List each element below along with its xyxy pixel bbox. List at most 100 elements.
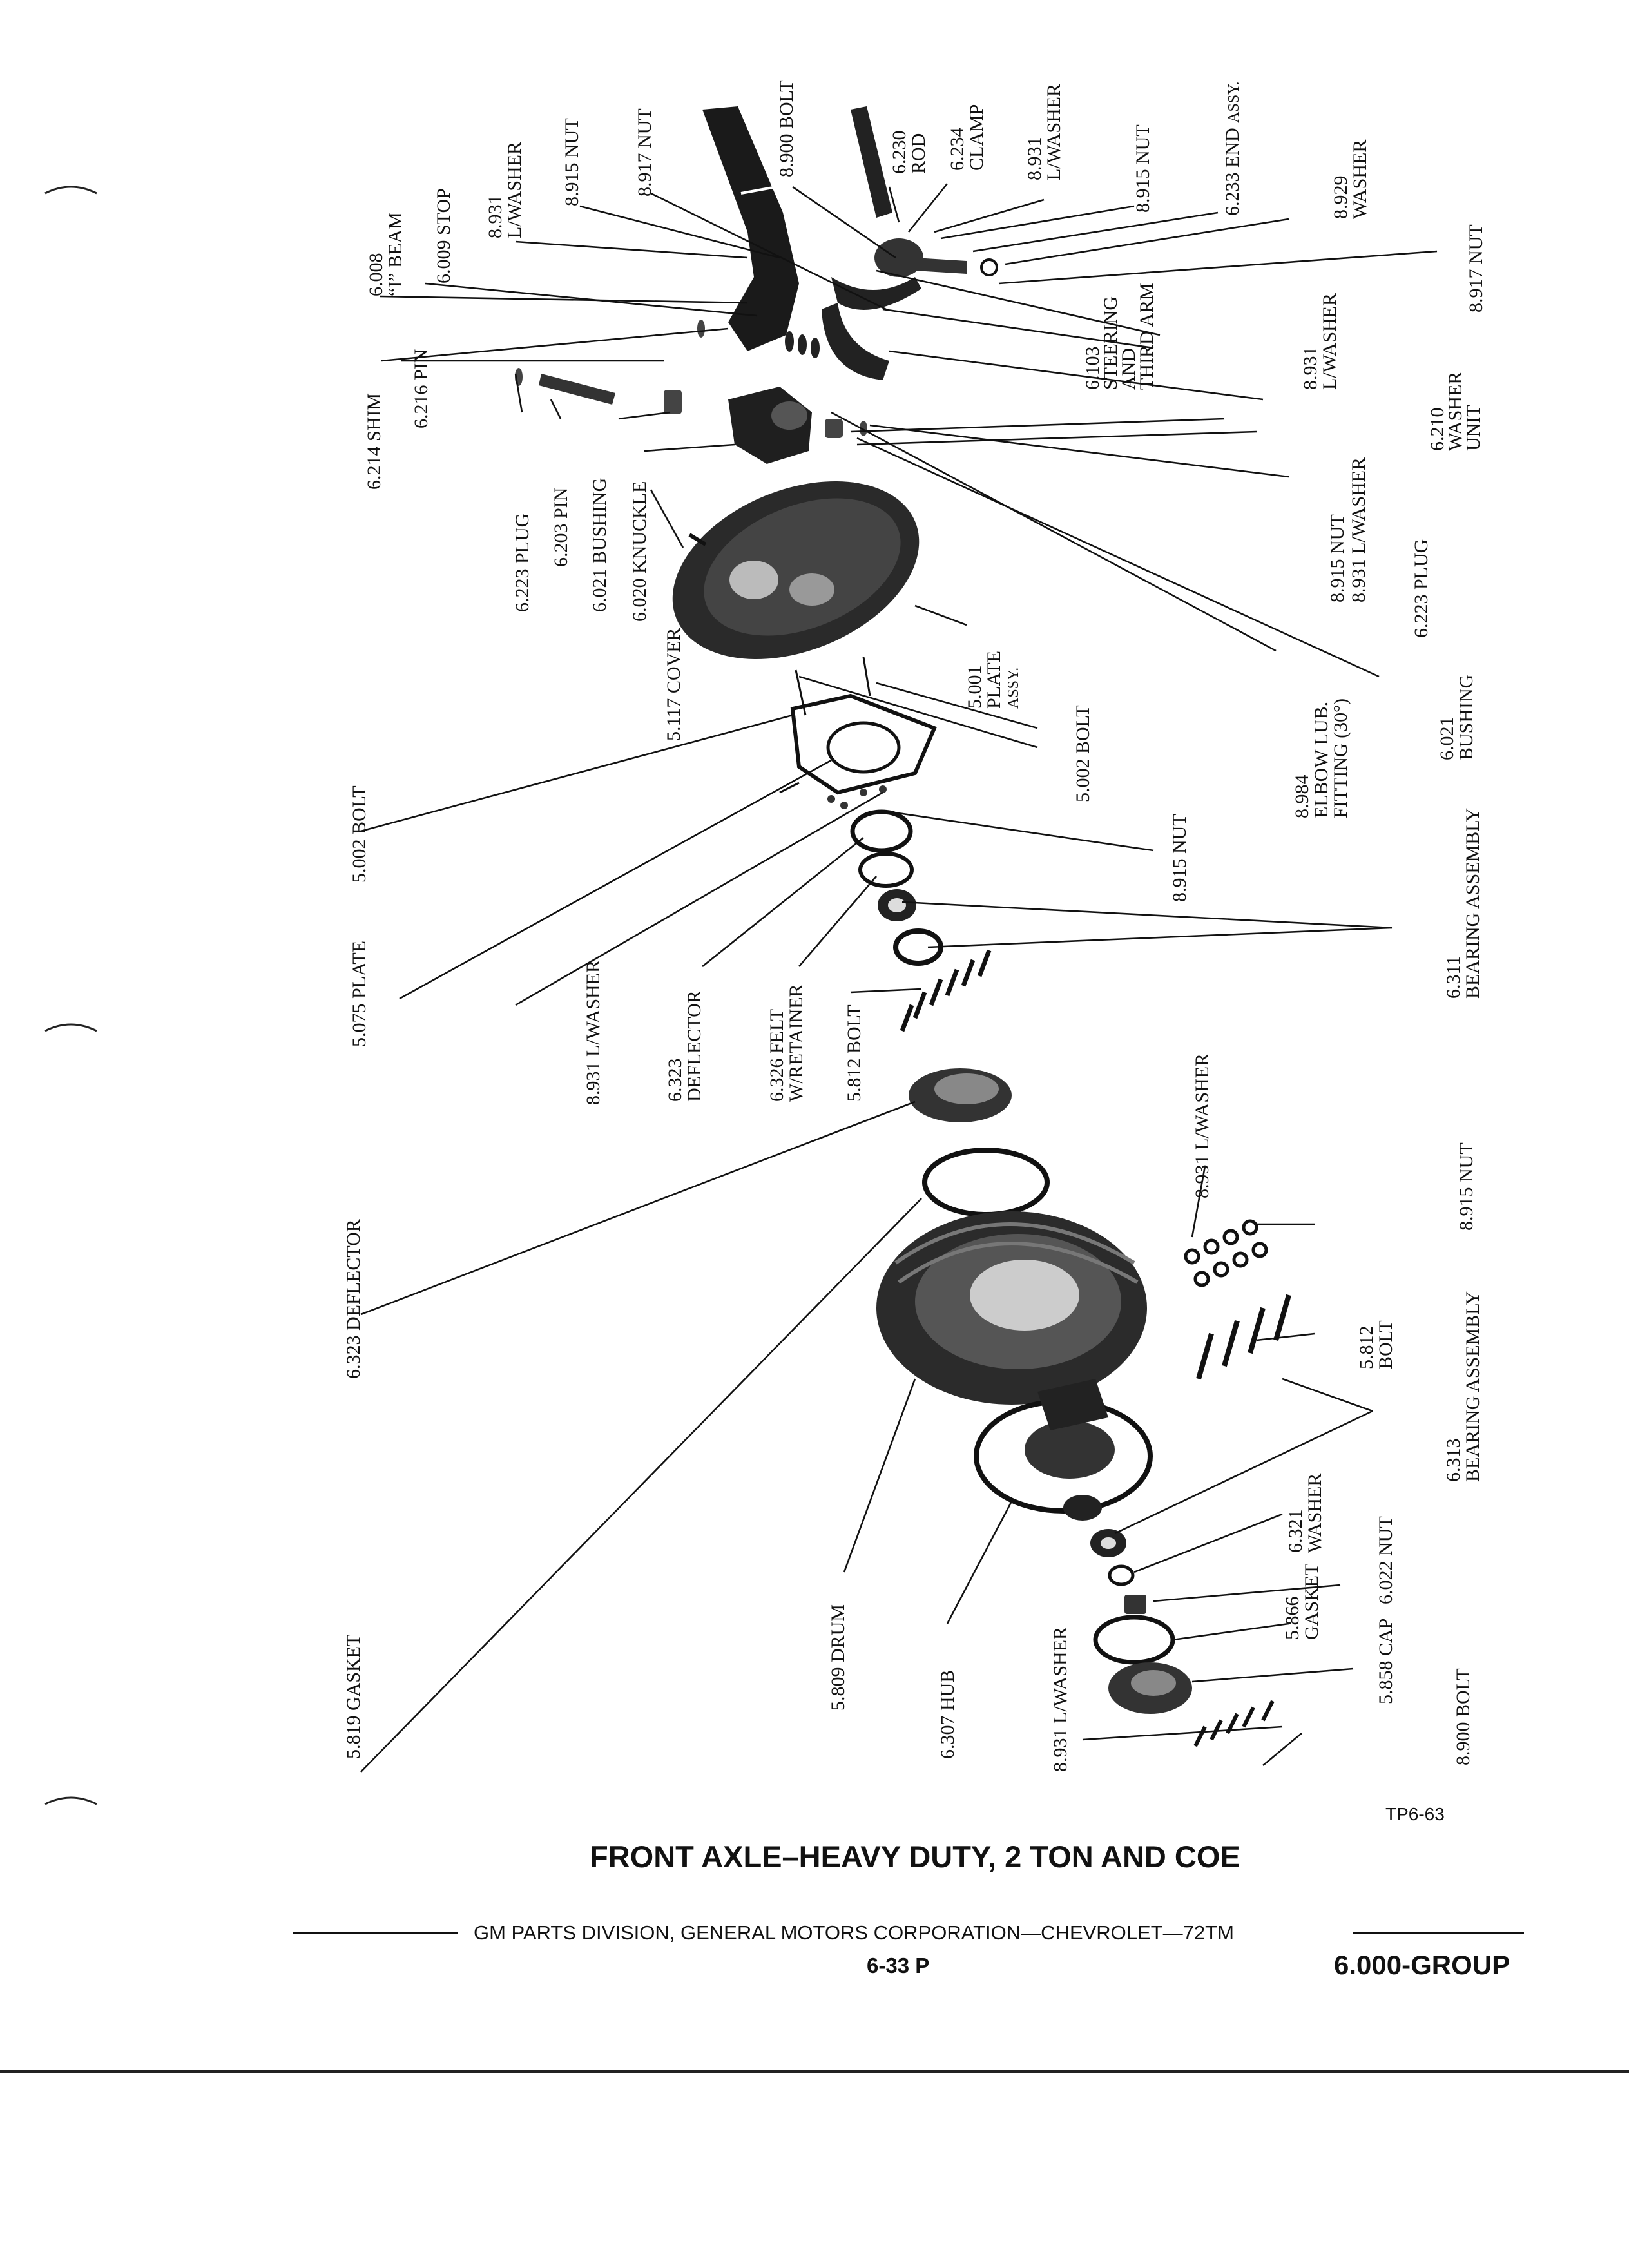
- callout-8-915-e: 8.915 NUT: [1456, 1142, 1477, 1231]
- group-label: 6.000-GROUP: [1334, 1950, 1510, 1980]
- svg-text:6.022 NUT: 6.022 NUT: [1375, 1516, 1396, 1604]
- svg-text:WASHER: WASHER: [1349, 140, 1371, 219]
- callout-8-931-b: 8.931 L/WASHER: [1024, 84, 1065, 180]
- brake-drum-part: [876, 1211, 1147, 1405]
- svg-text:5.812: 5.812: [1356, 1326, 1377, 1370]
- svg-text:6.326 FELT: 6.326 FELT: [766, 1009, 787, 1102]
- svg-text:6.323 DEFLECTOR: 6.323 DEFLECTOR: [343, 1219, 364, 1379]
- hub-bolts-part: [900, 949, 992, 1032]
- svg-text:8.931: 8.931: [1300, 347, 1321, 390]
- anchor-plate-part: [779, 657, 937, 795]
- callout-8-915-a: 8.915 NUT: [561, 118, 583, 206]
- svg-text:5.117 COVER: 5.117 COVER: [663, 628, 684, 741]
- callout-6-009: 6.009 STOP: [433, 188, 454, 284]
- svg-text:6.307 HUB: 6.307 HUB: [937, 1670, 958, 1759]
- svg-text:8.917 NUT: 8.917 NUT: [634, 108, 655, 197]
- svg-text:5.858 CAP: 5.858 CAP: [1375, 1619, 1396, 1704]
- callout-5-002-b: 5.002 BOLT: [1072, 705, 1094, 802]
- svg-text:L/WASHER: L/WASHER: [504, 142, 525, 238]
- svg-text:ELBOW LUB.: ELBOW LUB.: [1311, 702, 1332, 818]
- svg-text:L/WASHER: L/WASHER: [1319, 293, 1340, 390]
- svg-text:6.323: 6.323: [664, 1059, 686, 1102]
- svg-text:WASHER: WASHER: [1304, 1474, 1325, 1553]
- svg-text:FITTING (30°): FITTING (30°): [1330, 698, 1351, 818]
- svg-text:W/RETAINER: W/RETAINER: [786, 984, 807, 1102]
- page-number: 6-33 P: [867, 1954, 929, 1977]
- svg-text:6.009 STOP: 6.009 STOP: [433, 188, 454, 284]
- svg-text:8.931 L/WASHER: 8.931 L/WASHER: [1348, 457, 1369, 602]
- svg-text:6.233 END ASSY.: 6.233 END ASSY.: [1222, 82, 1243, 216]
- callout-6-230: 6.230 ROD: [889, 131, 929, 175]
- callout-6-323-a: 6.323 DEFLECTOR: [664, 990, 705, 1102]
- deflector-part: [909, 1068, 1012, 1122]
- callout-5-812-a: 5.812 BOLT: [843, 1004, 865, 1102]
- callout-6-210: 6.210 WASHER UNIT: [1427, 372, 1484, 451]
- svg-text:6.216 PIN: 6.216 PIN: [410, 349, 432, 428]
- callout-6-021-a: 6.021 BUSHING: [589, 478, 610, 612]
- cap-bolts-part: [1193, 1700, 1275, 1747]
- svg-text:8.915 NUT: 8.915 NUT: [1169, 814, 1190, 902]
- callout-6-021-b: 6.021 BUSHING: [1436, 675, 1477, 760]
- callout-8-931-e: 8.931 L/WASHER: [583, 960, 604, 1105]
- felt-ring-part: [858, 852, 914, 888]
- svg-text:8.929: 8.929: [1330, 176, 1351, 220]
- svg-text:5.075 PLATE: 5.075 PLATE: [349, 941, 370, 1047]
- svg-text:5.819 GASKET: 5.819 GASKET: [343, 1635, 364, 1759]
- i-beam-part: [702, 106, 799, 351]
- svg-text:5.002 BOLT: 5.002 BOLT: [349, 785, 370, 883]
- callout-6-307: 6.307 HUB: [937, 1670, 958, 1759]
- callout-6-008: 6.008 “I” BEAM: [365, 212, 406, 296]
- svg-text:8.915 NUT: 8.915 NUT: [561, 118, 583, 206]
- svg-text:BEARING ASSEMBLY: BEARING ASSEMBLY: [1462, 1291, 1483, 1482]
- leader-lines: [360, 183, 1438, 1773]
- callout-5-117: 5.117 COVER: [663, 628, 684, 741]
- callout-8-929: 8.929 WASHER: [1330, 140, 1371, 219]
- steering-arm-part: [831, 277, 921, 310]
- gasket-ring-part: [922, 1148, 1050, 1217]
- svg-text:“I” BEAM: “I” BEAM: [385, 212, 406, 296]
- callout-5-002-a: 5.002 BOLT: [349, 785, 370, 883]
- wheel-bolts-part: [1196, 1294, 1291, 1380]
- svg-text:THIRD ARM: THIRD ARM: [1136, 283, 1157, 390]
- callout-8-915-b: 8.915 NUT: [1132, 124, 1153, 213]
- svg-text:L/WASHER: L/WASHER: [1043, 84, 1065, 180]
- svg-text:8.915 NUT: 8.915 NUT: [1132, 124, 1153, 213]
- svg-text:6.223 PLUG: 6.223 PLUG: [512, 514, 533, 612]
- footer-publisher: GM PARTS DIVISION, GENERAL MOTORS CORPOR…: [474, 1921, 1234, 1944]
- callout-6-223-b: 6.223 PLUG: [1411, 539, 1432, 638]
- svg-text:6.103: 6.103: [1082, 347, 1103, 390]
- callout-6-311: 6.311 BEARING ASSEMBLY: [1443, 808, 1483, 999]
- callout-6-233: 6.233 END ASSY.: [1222, 82, 1243, 216]
- inner-bearing-part: [878, 889, 916, 921]
- callout-6-326: 6.326 FELT W/RETAINER: [766, 984, 807, 1102]
- svg-text:8.931 L/WASHER: 8.931 L/WASHER: [1050, 1627, 1071, 1772]
- svg-text:STEERING: STEERING: [1100, 296, 1121, 390]
- callout-6-214: 6.214 SHIM: [363, 393, 385, 490]
- callout-5-819: 5.819 GASKET: [343, 1635, 364, 1759]
- callout-8-931-a: 8.931 L/WASHER: [485, 142, 525, 238]
- spindle-nut-part: [1124, 1595, 1146, 1614]
- svg-text:8.931 L/WASHER: 8.931 L/WASHER: [583, 960, 604, 1105]
- callout-6-321: 6.321 WASHER: [1285, 1474, 1325, 1553]
- svg-text:8.915 NUT: 8.915 NUT: [1456, 1142, 1477, 1231]
- callout-6-203: 6.203 PIN: [550, 488, 572, 567]
- svg-text:BOLT: BOLT: [1375, 1320, 1396, 1369]
- callout-5-001: 5.001 PLATE ASSY.: [964, 651, 1022, 709]
- svg-text:8.931: 8.931: [1024, 137, 1045, 181]
- svg-text:UNIT: UNIT: [1463, 405, 1484, 451]
- svg-text:8.931 L/WASHER: 8.931 L/WASHER: [1191, 1053, 1213, 1198]
- svg-text:8.917 NUT: 8.917 NUT: [1465, 224, 1487, 312]
- svg-text:6.021 BUSHING: 6.021 BUSHING: [589, 478, 610, 612]
- callout-8-900-b: 8.900 BOLT: [1452, 1668, 1474, 1765]
- svg-text:6.210: 6.210: [1427, 408, 1448, 452]
- svg-text:8.900 BOLT: 8.900 BOLT: [776, 80, 797, 177]
- deflector-ring-part: [850, 809, 913, 853]
- callout-5-075: 5.075 PLATE: [349, 941, 370, 1047]
- svg-text:PLATE: PLATE: [983, 651, 1005, 709]
- svg-text:5.809 DRUM: 5.809 DRUM: [827, 1604, 849, 1711]
- svg-text:6.203 PIN: 6.203 PIN: [550, 488, 572, 567]
- callout-6-103: 6.103 STEERING AND THIRD ARM: [1082, 283, 1157, 390]
- svg-text:ROD: ROD: [908, 133, 929, 174]
